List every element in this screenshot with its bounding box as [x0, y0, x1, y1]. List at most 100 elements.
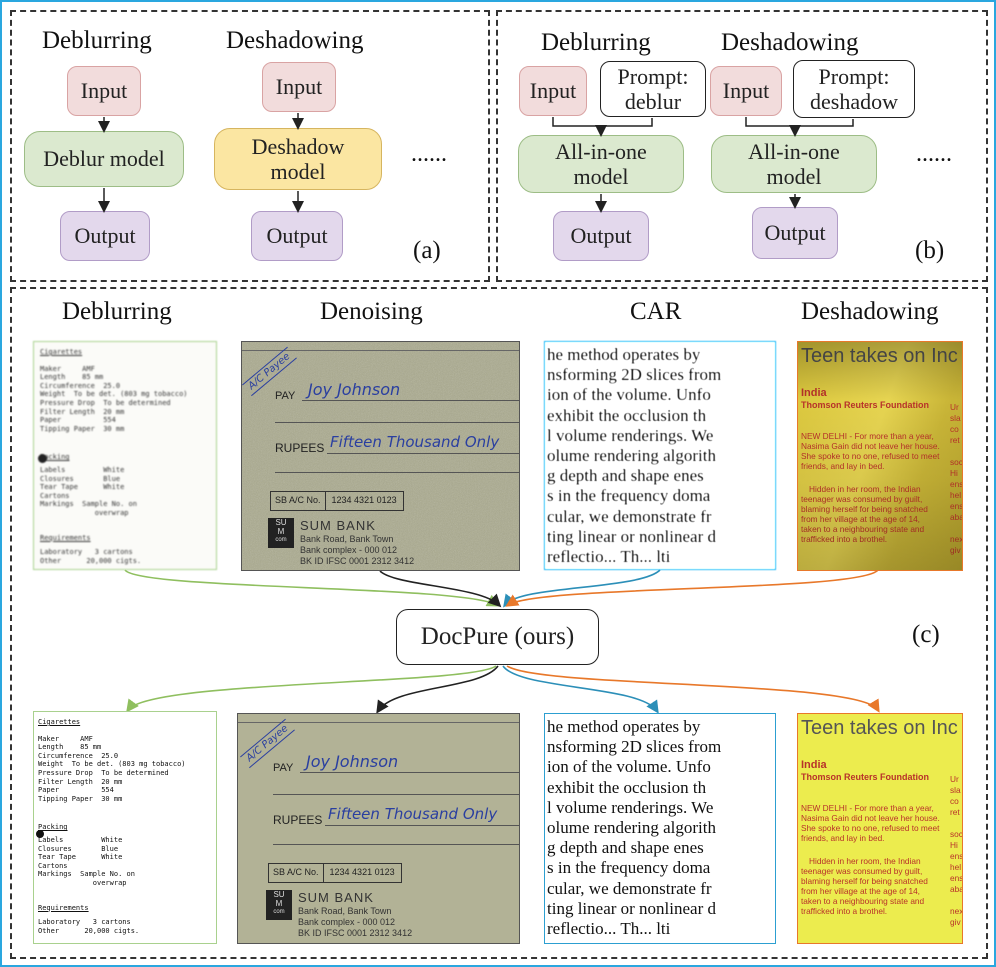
- panel-b-output-2: Output: [752, 207, 838, 259]
- panel-c-title-deblurring: Deblurring: [62, 298, 172, 325]
- panel-c-title-denoising: Denoising: [320, 298, 423, 325]
- cig-header2: Packing: [40, 453, 70, 462]
- check-amount: Fifteen Thousand Only: [328, 805, 498, 823]
- panel-b-model-1: All-in-one model: [518, 135, 684, 193]
- news-side-frag: nex: [950, 534, 962, 545]
- check-ac-number: 1234 4321 0123: [331, 495, 397, 505]
- news-side-frag: ens: [950, 479, 962, 490]
- panel-a-output-1: Output: [60, 211, 150, 261]
- panel-b-model-2: All-in-one model: [711, 135, 877, 193]
- news-body2: Hidden in her room, the Indian teenager …: [801, 856, 928, 916]
- car-line: l volume renderings. We: [547, 797, 714, 817]
- logo-top: SU: [273, 890, 285, 899]
- check-rupees-label: RUPEES: [273, 813, 323, 827]
- doc-deshadow-output: Teen takes on Inc India Thomson Reuters …: [797, 713, 963, 944]
- check-pay-label: PAY: [275, 390, 296, 402]
- panel-a-deblur-model: Deblur model: [24, 131, 184, 187]
- cig-row: Labels White: [40, 465, 125, 474]
- cig-row: Paper 554: [38, 786, 114, 795]
- car-line: ion of the volume. Unfo: [547, 757, 711, 777]
- check-ac-number: 1234 4321 0123: [329, 867, 395, 877]
- panel-a-input-2: Input: [262, 62, 336, 112]
- news-body: NEW DELHI - For more than a year, Nasima…: [801, 803, 940, 843]
- check-rupees-line: [325, 825, 519, 826]
- car-line: olume rendering algorith: [547, 446, 717, 466]
- news-side-frag: nex: [950, 906, 963, 916]
- check-pay-line: [300, 772, 519, 773]
- news-side-frag: [950, 895, 962, 906]
- car-line: l volume renderings. We: [547, 425, 714, 445]
- panel-b-ellipsis: ......: [916, 141, 952, 167]
- doc-car-input: he method operates by nsforming 2D slice…: [544, 341, 776, 570]
- cig-row: Filter Length 20 mm: [40, 407, 125, 416]
- ink-blot: [38, 454, 47, 463]
- panel-b-label: (b): [915, 237, 945, 264]
- cig-header3: Requirements: [38, 903, 89, 912]
- car-line: cular, we demonstrate fr: [547, 506, 712, 526]
- news-side-frag: ret: [950, 435, 962, 446]
- cig-header3: Requirements: [40, 533, 91, 542]
- check-payee: Joy Johnson: [306, 752, 399, 771]
- check-bank-name: SUM BANK: [300, 518, 376, 533]
- car-line: olume rendering algorith: [547, 818, 717, 838]
- car-line: s in the frequency doma: [547, 858, 711, 878]
- check-bank-name: SUM BANK: [298, 890, 374, 905]
- cig-row: overwrap: [40, 508, 129, 517]
- news-side-column: Ur sla co ret soc Hi ens hel ens aba nex…: [950, 402, 962, 556]
- cig-row: Length 85 mm: [38, 743, 102, 752]
- panel-a-deshadow-model: Deshadow model: [214, 128, 382, 190]
- cig-row: Maker AMF: [40, 364, 95, 373]
- news-headline: Teen takes on Inc: [801, 717, 958, 739]
- news-side-frag: Ur: [950, 402, 962, 413]
- check-pay-line: [302, 400, 519, 401]
- car-line: nsforming 2D slices from: [547, 365, 722, 385]
- news-body2: Hidden in her room, the Indian teenager …: [801, 484, 941, 544]
- news-side-frag: ens: [950, 501, 962, 512]
- cig-header: Cigarettes: [38, 718, 81, 726]
- doc-deblur-output: Cigarettes Maker AMF Length 85 mm Circum…: [33, 711, 217, 944]
- news-side-frag: co: [950, 424, 962, 435]
- check-pay-label: PAY: [273, 762, 294, 774]
- news-side-frag: co: [950, 796, 959, 806]
- cig-row: Circumference 25.0: [40, 381, 121, 390]
- news-side-frag: giv: [950, 917, 961, 927]
- car-line: g depth and shape enes: [547, 838, 704, 858]
- news-headline: Teen takes on Inc: [801, 345, 958, 368]
- cig-row: Markings Sample No. on: [40, 500, 137, 509]
- cig-row: Filter Length 20 mm: [38, 777, 123, 786]
- cig-row: Circumference 25.0: [38, 751, 119, 760]
- cig-row: Laboratory 3 cartons: [40, 548, 133, 557]
- news-side-frag: hel: [950, 490, 962, 501]
- check-addr1: Bank Road, Bank Town: [300, 534, 394, 544]
- check-addr1: Bank Road, Bank Town: [298, 906, 392, 916]
- cig-row: Labels White: [38, 835, 123, 844]
- check-stamp: A/C Payee: [240, 718, 295, 769]
- car-line: exhibit the occlusion th: [547, 405, 707, 425]
- panel-b-prompt-1: Prompt: deblur: [600, 61, 706, 117]
- panel-a-label: (a): [413, 237, 441, 264]
- check-addr2: Bank complex - 000 012: [300, 545, 398, 555]
- news-side-frag: hel: [950, 862, 962, 872]
- check-ifsc: BK ID IFSC 0001 2312 3412: [298, 928, 413, 938]
- news-body: NEW DELHI - For more than a year, Nasima…: [801, 431, 941, 471]
- cig-row: overwrap: [38, 878, 127, 887]
- cig-row: Tear Tape White: [38, 853, 123, 862]
- ink-blot: [36, 830, 44, 838]
- shadow-overlay: [798, 342, 962, 570]
- car-line: he method operates by: [547, 345, 701, 364]
- cig-row: Markings Sample No. on: [38, 870, 135, 879]
- news-source: Thomson Reuters Foundation: [801, 400, 929, 410]
- car-line: s in the frequency doma: [547, 486, 711, 506]
- panel-b-col2-title: Deshadowing: [721, 29, 859, 56]
- cig-row: Cartons: [38, 861, 68, 870]
- news-side-frag: soc: [950, 829, 963, 839]
- news-side-frag: Hi: [950, 840, 958, 850]
- car-line: ting linear or nonlinear d: [547, 526, 717, 546]
- car-line: reflectio... Th... lti: [547, 547, 671, 567]
- check-line2: [275, 422, 519, 423]
- cig-row: Other 20,000 cigts.: [40, 556, 142, 565]
- check-logo: SU M com: [268, 518, 294, 548]
- logo-sub: com: [275, 537, 287, 543]
- car-line: cular, we demonstrate fr: [547, 878, 712, 898]
- check-ac-label: SB A/C No.: [271, 492, 326, 510]
